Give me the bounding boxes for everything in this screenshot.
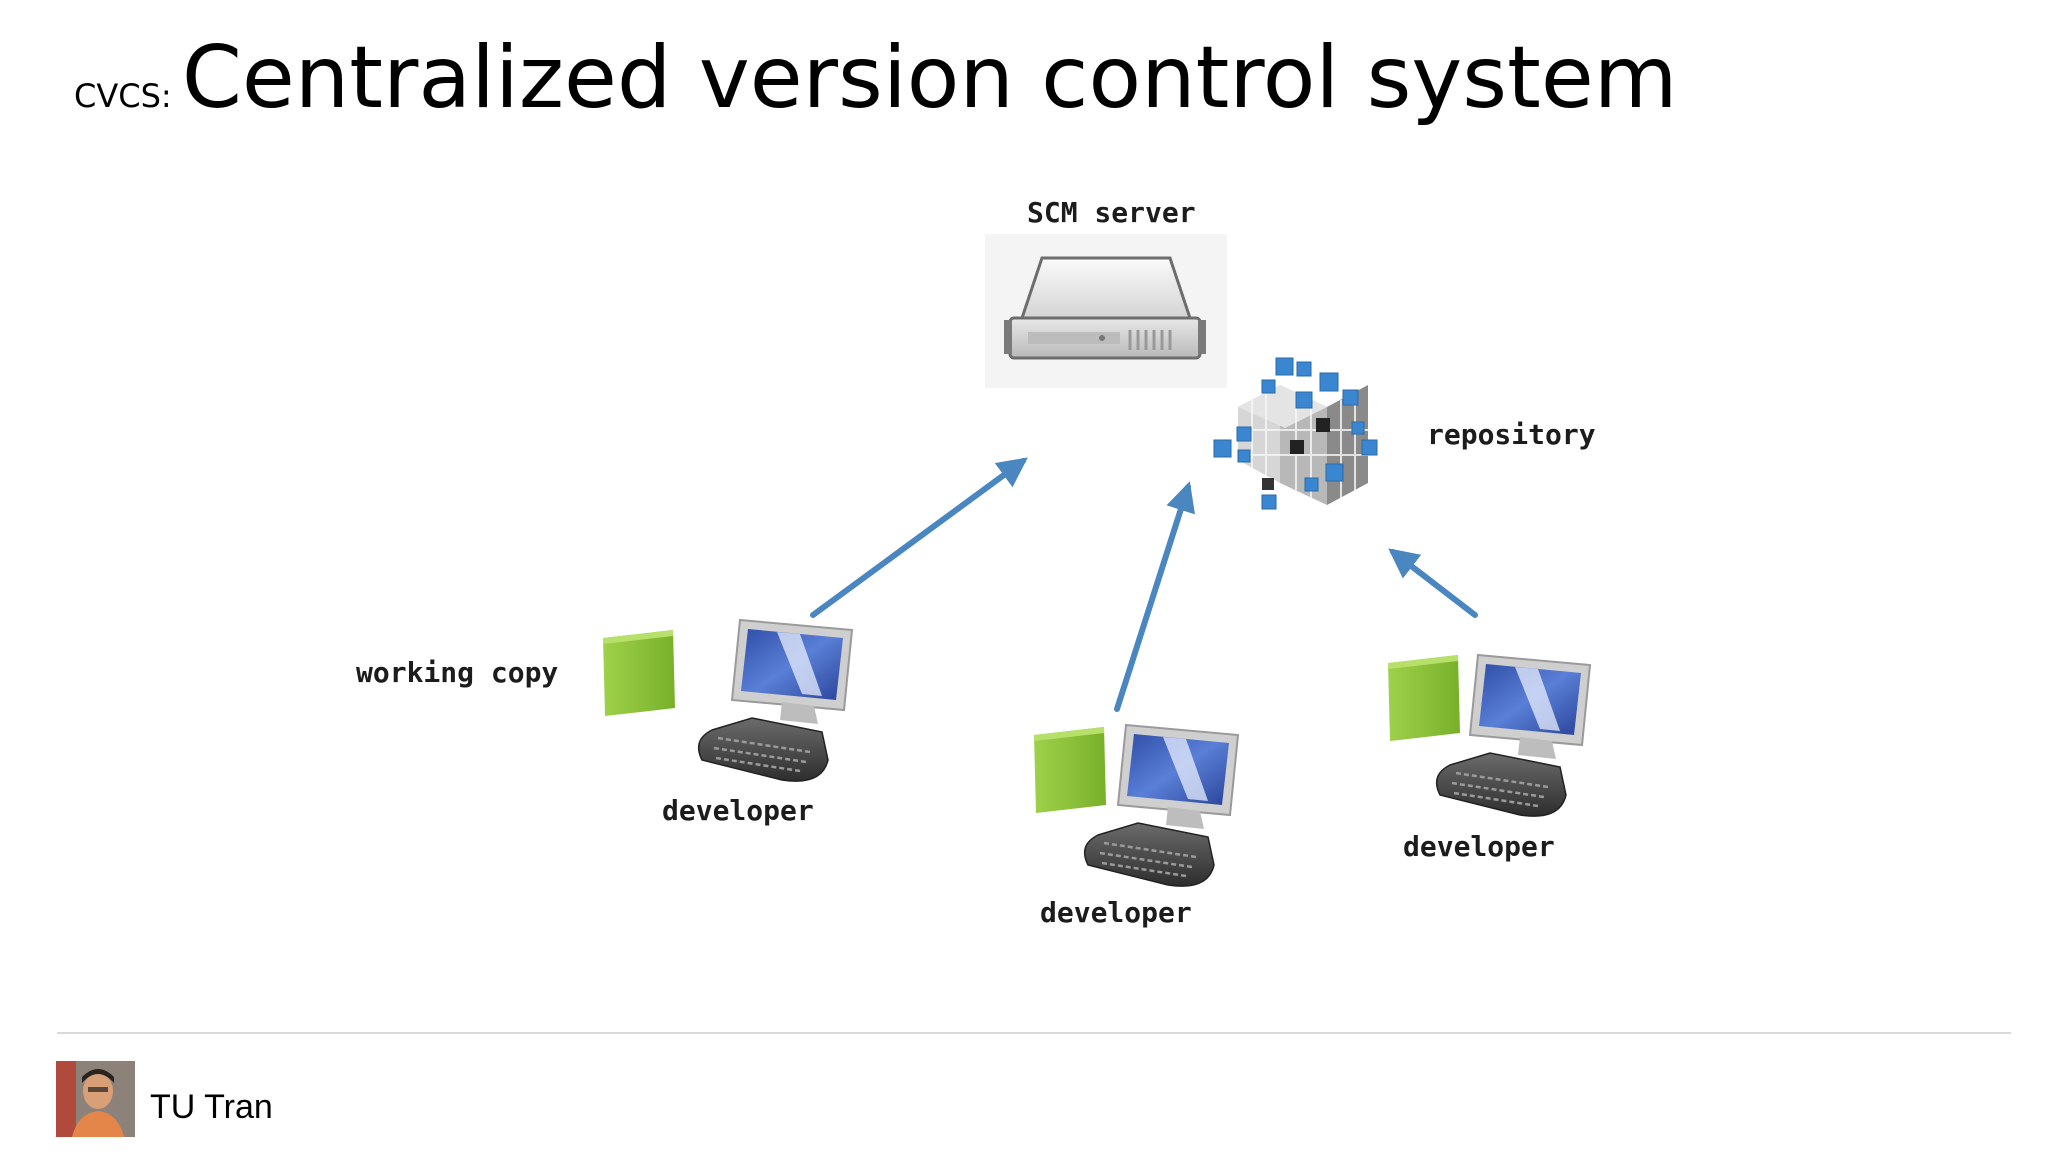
label-repository: repository [1427,418,1596,451]
avatar [56,1061,135,1137]
working-copy-center [1034,727,1106,813]
label-scm-server: SCM server [1027,196,1196,229]
scm-server [985,234,1227,388]
working-copy-right [1388,655,1460,741]
computer-right-icon [1435,653,1592,818]
slide-title: CVCS: Centralized version control system [74,28,1678,128]
label-developer-left: developer [662,794,814,827]
arrow-center [1114,481,1195,712]
computer-left-icon [697,618,854,783]
author-name: TU Tran [150,1088,273,1126]
label-working-copy: working copy [356,656,559,689]
label-developer-right: developer [1403,830,1555,863]
footer-divider [57,1032,2011,1034]
label-developer-center: developer [1040,896,1192,929]
title-full: Centralized version control system [181,28,1678,128]
repository-cube-icon [1213,357,1378,510]
arrow-right [1388,548,1478,618]
title-acronym: CVCS: [74,77,172,115]
computer-center-icon [1083,723,1240,888]
arrow-left [810,457,1028,618]
working-copy-left [603,630,675,716]
